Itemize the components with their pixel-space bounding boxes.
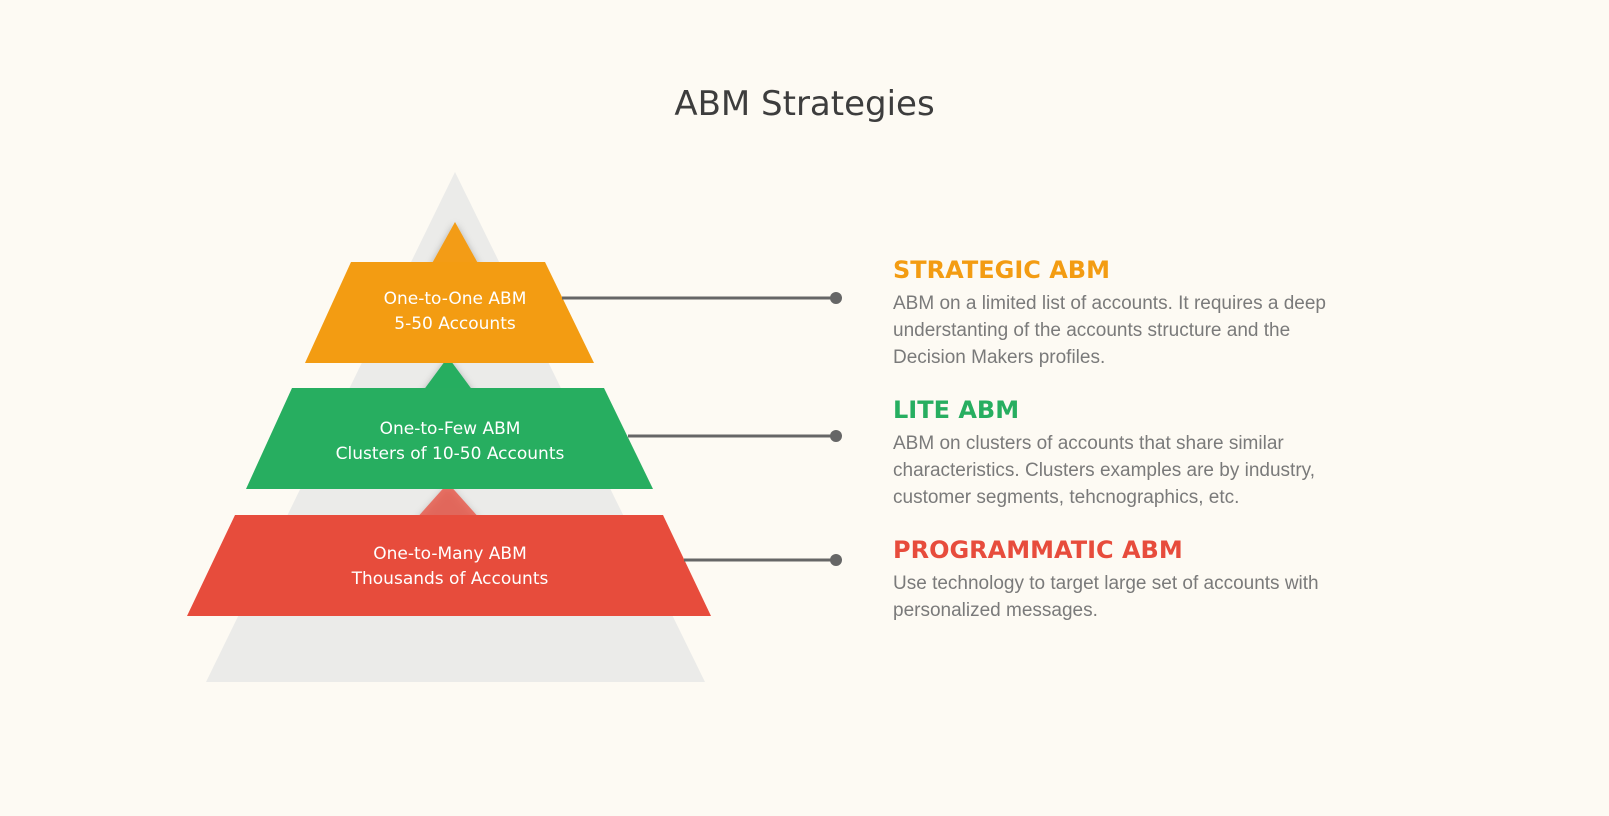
strategic-heading: STRATEGIC ABM <box>893 256 1110 284</box>
strategic-band-line2: 5-50 Accounts <box>394 314 516 334</box>
programmatic-band-label: One-to-Many ABM Thousands of Accounts <box>300 542 600 592</box>
lite-heading: LITE ABM <box>893 396 1020 424</box>
programmatic-connector-dot <box>830 554 842 566</box>
strategic-band-label: One-to-One ABM 5-50 Accounts <box>330 287 580 337</box>
programmatic-description: Use technology to target large set of ac… <box>893 573 1319 621</box>
programmatic-description-block: PROGRAMMATIC ABM Use technology to targe… <box>893 536 1333 624</box>
lite-band-line1: One-to-Few ABM <box>379 419 521 439</box>
programmatic-band-line2: Thousands of Accounts <box>351 569 549 589</box>
programmatic-heading: PROGRAMMATIC ABM <box>893 536 1183 564</box>
strategic-connector-dot <box>830 292 842 304</box>
programmatic-band[interactable] <box>187 515 711 616</box>
lite-band-line2: Clusters of 10-50 Accounts <box>335 444 565 464</box>
diagram-title: ABM Strategies <box>674 84 935 124</box>
lite-connector-dot <box>830 430 842 442</box>
programmatic-band-line1: One-to-Many ABM <box>373 544 527 564</box>
lite-band-label: One-to-Few ABM Clusters of 10-50 Account… <box>300 417 600 467</box>
lite-description: ABM on clusters of accounts that share s… <box>893 433 1316 508</box>
strategic-band-line1: One-to-One ABM <box>383 289 527 309</box>
lite-band[interactable] <box>246 388 653 489</box>
programmatic-peak <box>415 483 481 520</box>
lite-description-block: LITE ABM ABM on clusters of accounts tha… <box>893 396 1333 511</box>
strategic-description-block: STRATEGIC ABM ABM on a limited list of a… <box>893 256 1333 371</box>
strategic-description: ABM on a limited list of accounts. It re… <box>893 293 1326 368</box>
strategic-band[interactable] <box>305 262 594 363</box>
lite-peak <box>420 357 476 395</box>
